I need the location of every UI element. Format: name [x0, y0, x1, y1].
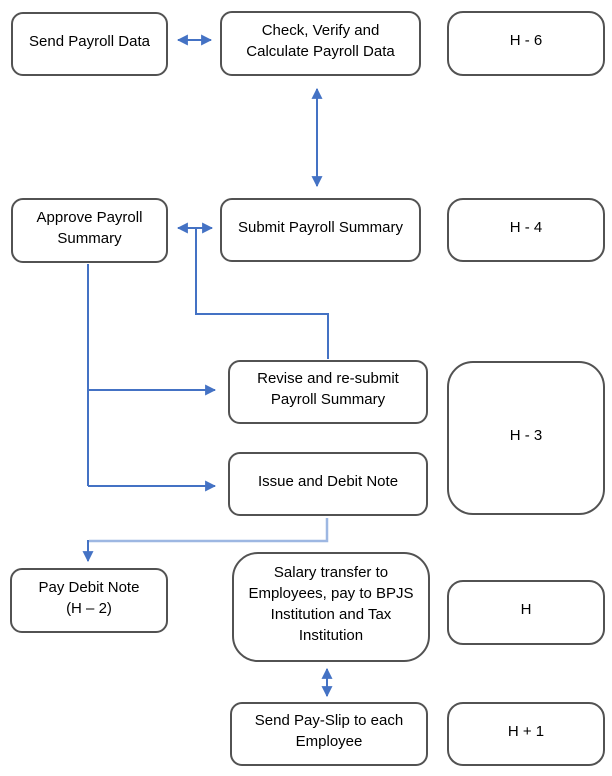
node-revise-resubmit-summary: Revise and re-submit Payroll Summary	[228, 360, 428, 424]
node-pay-debit-note: Pay Debit Note (H – 2)	[10, 568, 168, 633]
node-timeline-h: H	[447, 580, 605, 645]
connector-issue-paydebit-elbow	[89, 518, 329, 543]
node-submit-payroll-summary: Submit Payroll Summary	[220, 198, 421, 262]
node-check-verify-calculate: Check, Verify and Calculate Payroll Data	[220, 11, 421, 76]
node-approve-payroll-summary: Approve Payroll Summary	[11, 198, 168, 263]
node-timeline-h-minus-6: H - 6	[447, 11, 605, 76]
node-send-payroll-data: Send Payroll Data	[11, 12, 168, 76]
node-timeline-h-plus-1: H + 1	[447, 702, 605, 766]
node-send-payslip: Send Pay-Slip to each Employee	[230, 702, 428, 766]
node-salary-transfer: Salary transfer to Employees, pay to BPJ…	[232, 552, 430, 662]
node-timeline-h-minus-3: H - 3	[447, 361, 605, 515]
node-timeline-h-minus-4: H - 4	[447, 198, 605, 262]
node-issue-debit-note: Issue and Debit Note	[228, 452, 428, 516]
